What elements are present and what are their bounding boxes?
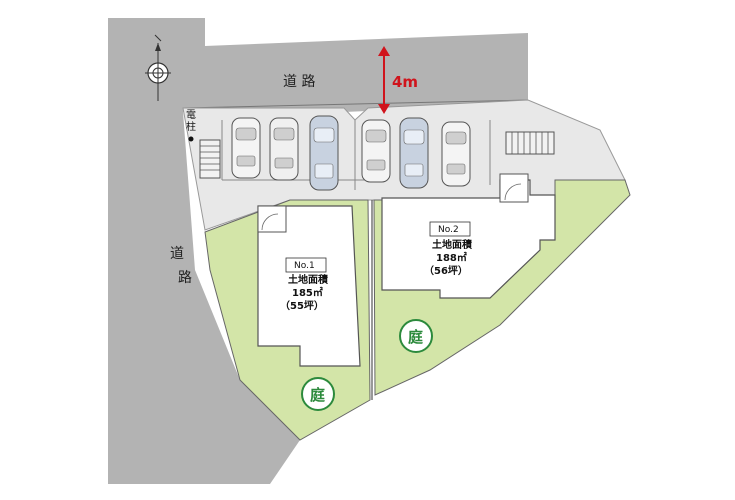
utility-pole-label-2: 柱 bbox=[186, 120, 196, 133]
car-icon bbox=[399, 117, 429, 189]
lot1-number: No.1 bbox=[294, 261, 315, 271]
lot1-door-swing bbox=[261, 213, 279, 231]
top-road-label: 道 路 bbox=[283, 74, 315, 90]
north-compass-icon bbox=[145, 34, 171, 101]
lot2-area-label: 土地面積 bbox=[432, 238, 473, 251]
road-edge-top bbox=[182, 99, 529, 109]
road-width-indicator bbox=[378, 46, 390, 114]
stairs-icon bbox=[199, 139, 221, 179]
stairs-icon bbox=[505, 131, 555, 155]
left-road-label-2: 路 bbox=[178, 270, 192, 286]
left-road bbox=[108, 18, 300, 484]
utility-pole-label-1: 電 bbox=[186, 109, 196, 121]
lot2-number: No.2 bbox=[438, 225, 459, 235]
car-icon bbox=[269, 117, 299, 181]
lot1-entrance bbox=[257, 205, 287, 233]
lot2-entrance bbox=[499, 173, 529, 203]
lot1-area-sqm: 185㎡ bbox=[292, 286, 323, 299]
lot2-garden-label: 庭 bbox=[408, 328, 424, 346]
lot1-area-tsubo: （55坪） bbox=[280, 299, 324, 312]
lot1-garden-label: 庭 bbox=[310, 386, 326, 404]
car-icon bbox=[231, 117, 261, 179]
lot1-garden-marker: 庭 bbox=[301, 377, 335, 411]
lot2-number-box bbox=[429, 221, 471, 237]
utility-pole-icon bbox=[188, 136, 194, 142]
lot1-house bbox=[257, 205, 361, 367]
left-road-label-1: 道 bbox=[170, 246, 184, 262]
lot2-area-tsubo: （56坪） bbox=[424, 264, 468, 277]
car-icon bbox=[441, 121, 471, 187]
top-road bbox=[183, 33, 528, 112]
road-area bbox=[108, 18, 529, 484]
lot2-area-sqm: 188㎡ bbox=[436, 251, 467, 264]
car-icon bbox=[361, 119, 391, 183]
lot2-garden-marker: 庭 bbox=[399, 319, 433, 353]
lot2-door-swing bbox=[504, 183, 522, 201]
lot1-area-label: 土地面積 bbox=[288, 273, 329, 286]
car-icon bbox=[309, 115, 339, 191]
road-width-label: 4m bbox=[392, 73, 418, 91]
lot1-number-box bbox=[285, 257, 327, 273]
